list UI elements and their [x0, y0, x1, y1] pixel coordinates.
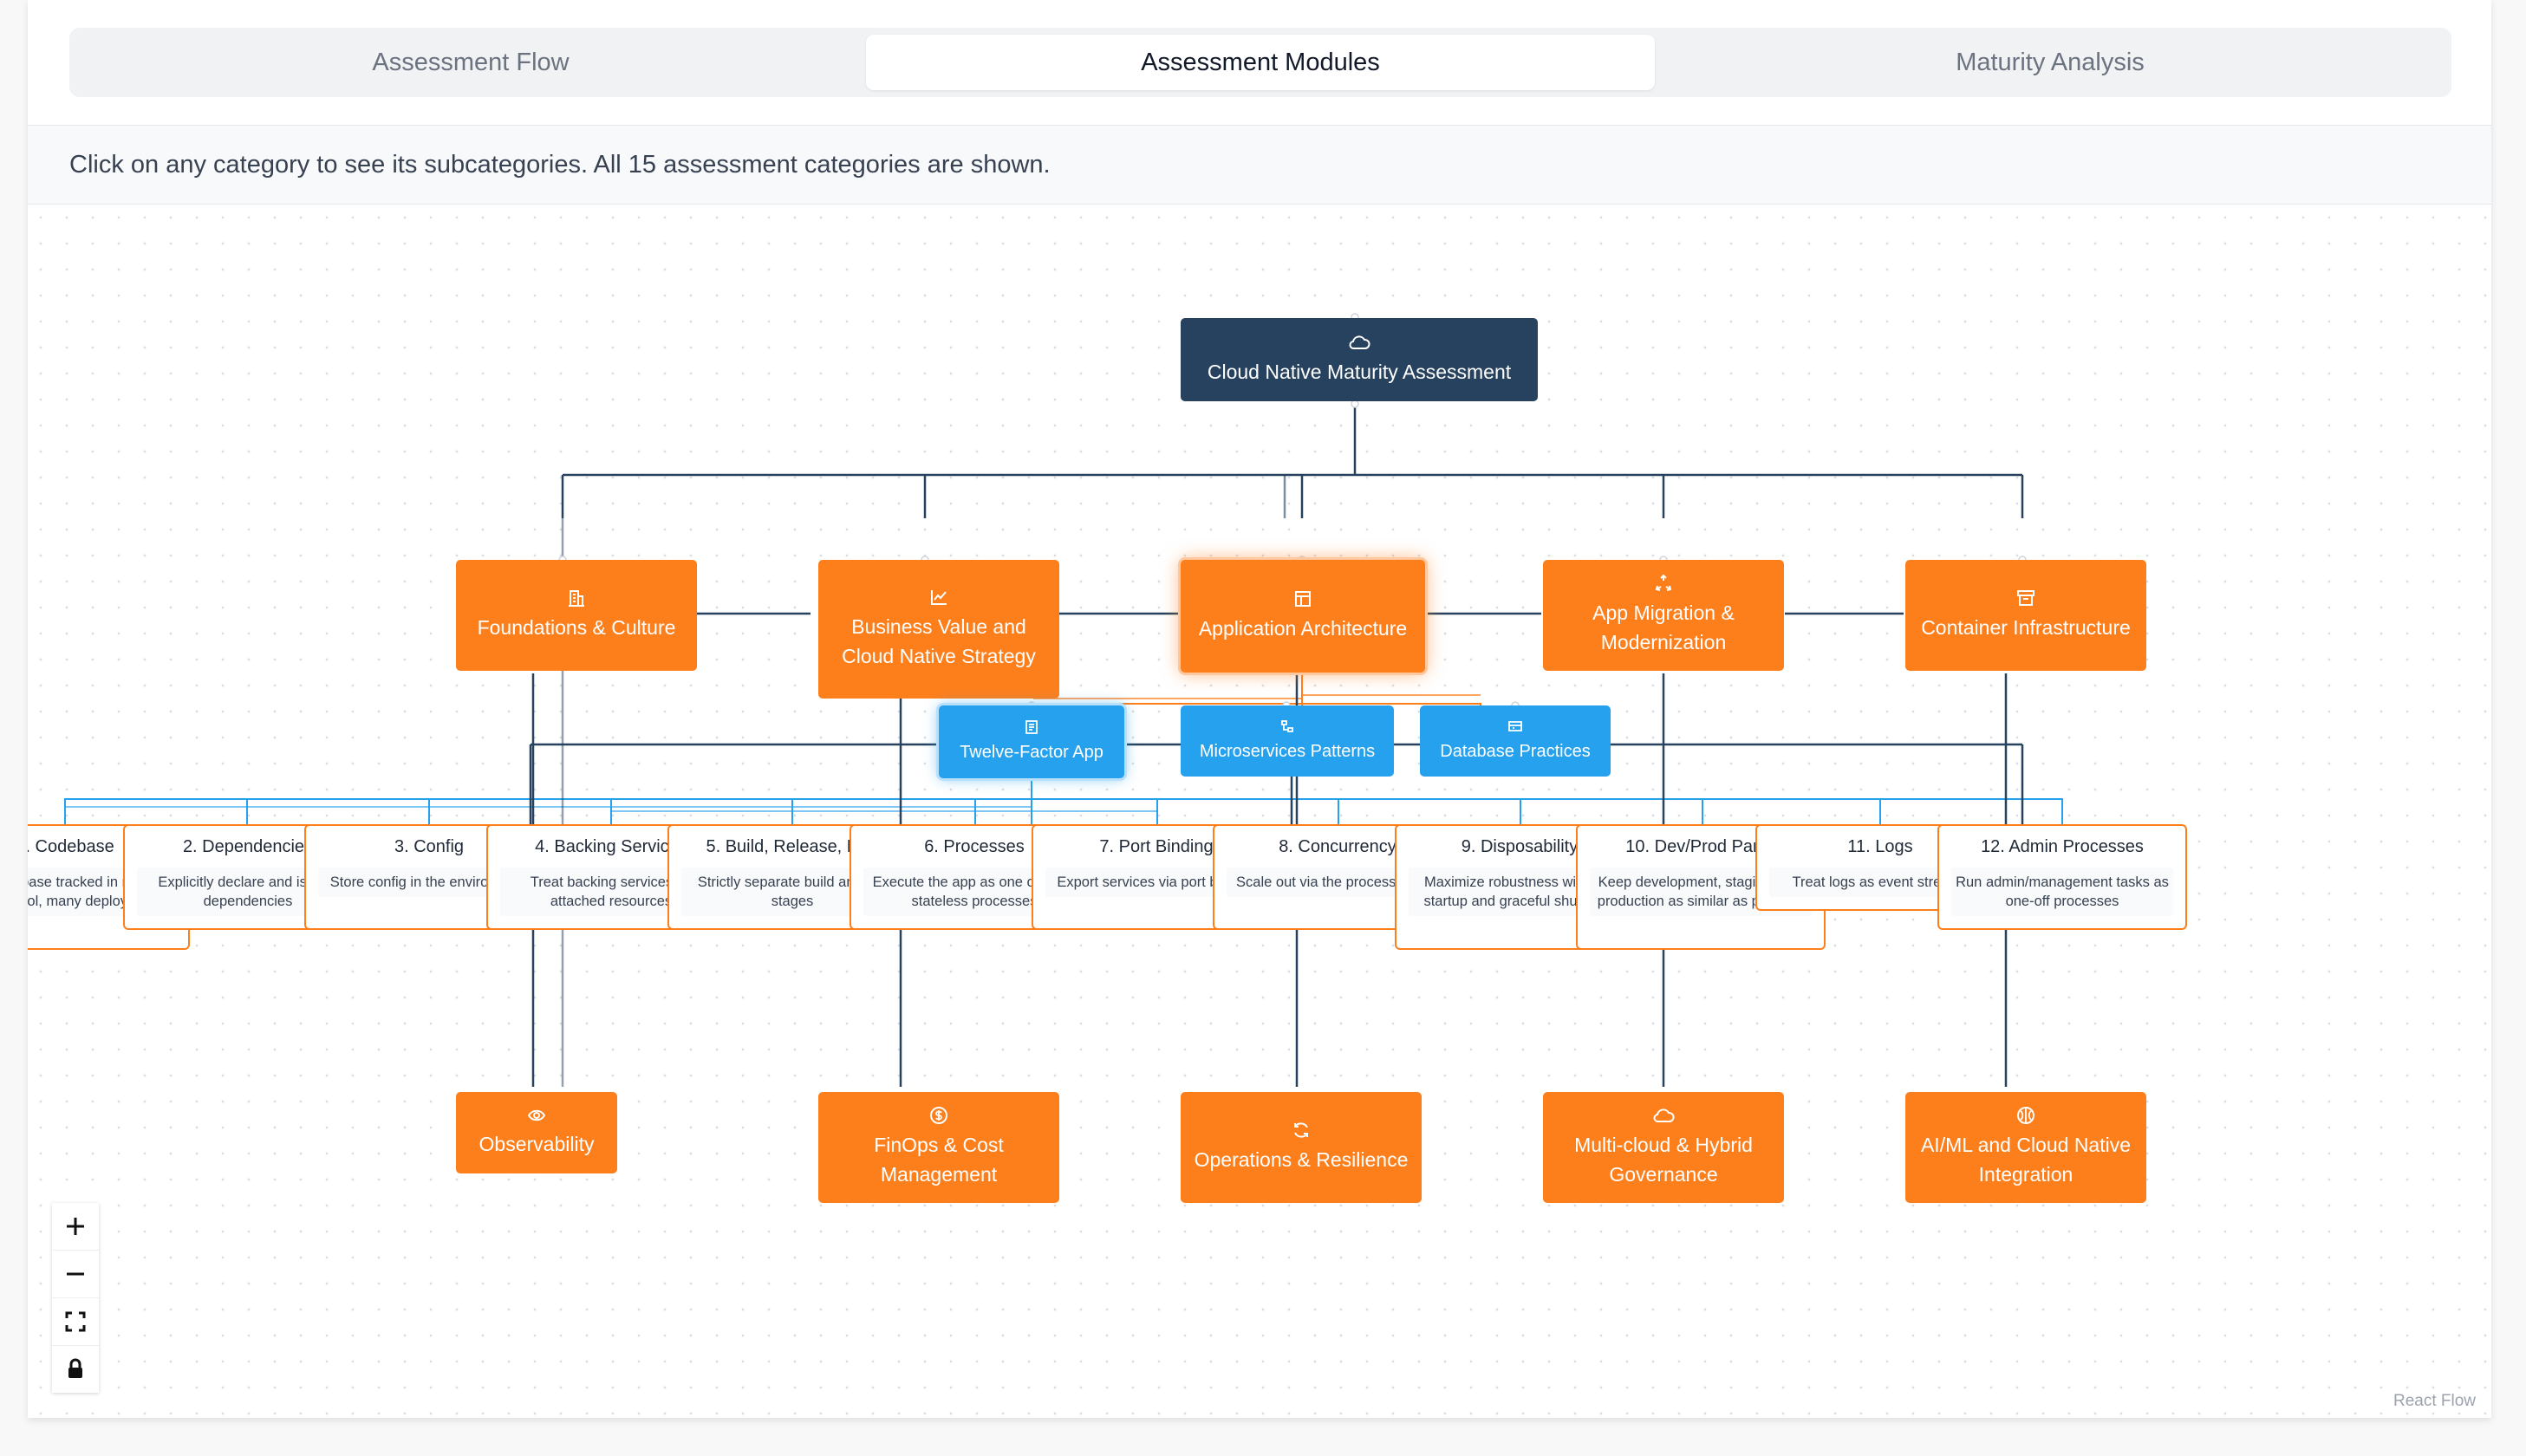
fit-view-button[interactable] — [52, 1298, 99, 1346]
category-title: FinOps & Cost Management — [874, 1134, 1004, 1186]
edges-pattern — [1031, 673, 1481, 705]
category-business-value[interactable]: Business Value and Cloud Native Strategy — [818, 560, 1059, 699]
category-foundations-culture[interactable]: Foundations & Culture — [456, 560, 697, 671]
edges-factor — [64, 778, 2063, 829]
category-title: Application Architecture — [1198, 617, 1408, 640]
minus-icon — [67, 1272, 84, 1276]
refresh-icon — [1294, 1122, 1308, 1138]
document-icon — [1025, 720, 1038, 734]
category-title: Operations & Resilience — [1194, 1148, 1409, 1171]
category-ai-ml[interactable]: AI/ML and Cloud Native Integration — [1905, 1092, 2146, 1203]
factor-title: 5. Build, Release, Run — [706, 837, 879, 856]
canvas-controls — [52, 1203, 99, 1393]
network-icon — [1281, 720, 1293, 732]
category-operations-resilience[interactable]: Operations & Resilience — [1181, 1092, 1422, 1203]
category-title: Observability — [479, 1133, 595, 1155]
tab-maturity-analysis[interactable]: Maturity Analysis — [1956, 48, 2145, 76]
category-title: Foundations & Culture — [477, 616, 676, 639]
archive-box-icon — [2017, 590, 2034, 606]
pattern-title: Twelve-Factor App — [960, 743, 1103, 762]
category-title: Business Value and Cloud Native Strategy — [842, 615, 1036, 667]
chart-line-icon — [931, 590, 947, 605]
eye-icon — [527, 1109, 546, 1121]
factor-description: Run admin/management tasks as one-off pr… — [1951, 868, 2173, 916]
dollar-circle-icon — [930, 1107, 947, 1124]
factor-title: 4. Backing Services — [535, 837, 687, 856]
app-window-icon — [1295, 591, 1311, 607]
tab-assessment-modules[interactable]: Assessment Modules — [866, 35, 1655, 90]
database-icon — [1508, 721, 1522, 731]
root-node[interactable]: Cloud Native Maturity Assessment — [1181, 318, 1538, 401]
factor-title: 3. Config — [394, 837, 465, 856]
pattern-title: Database Practices — [1440, 742, 1591, 761]
edges-layer — [64, 313, 2063, 1087]
lock-button[interactable] — [52, 1346, 99, 1393]
info-text: Click on any category to see its subcate… — [28, 125, 2491, 205]
tab-bar: Assessment Flow Assessment Modules Matur… — [69, 28, 2451, 97]
pattern-database[interactable]: Database Practices — [1420, 705, 1611, 777]
recycle-icon — [1655, 574, 1672, 591]
category-title: Container Infrastructure — [1921, 616, 2131, 639]
cloud-icon — [1653, 1108, 1675, 1122]
pattern-microservices[interactable]: Microservices Patterns — [1181, 705, 1394, 777]
category-finops[interactable]: FinOps & Cost Management — [818, 1092, 1059, 1203]
lock-icon — [68, 1358, 82, 1378]
category-title: App Migration & Modernization — [1592, 601, 1735, 653]
factor-node-12[interactable]: 12. Admin Processes Run admin/management… — [1937, 824, 2187, 930]
category-application-architecture[interactable]: Application Architecture — [1181, 560, 1425, 673]
factor-title: 12. Admin Processes — [1981, 837, 2144, 856]
category-observability[interactable]: Observability — [456, 1092, 617, 1173]
zoom-out-button[interactable] — [52, 1251, 99, 1298]
root-title: Cloud Native Maturity Assessment — [1207, 361, 1512, 383]
factor-title: 6. Processes — [924, 837, 1025, 856]
category-title: AI/ML and Cloud Native Integration — [1920, 1134, 2132, 1186]
category-app-migration[interactable]: App Migration & Modernization — [1543, 560, 1784, 671]
factor-title: 2. Dependencies — [182, 837, 314, 856]
factor-title: 10. Dev/Prod Parity — [1625, 837, 1776, 856]
tab-assessment-flow[interactable]: Assessment Flow — [372, 48, 570, 76]
pattern-title: Microservices Patterns — [1199, 742, 1376, 761]
fit-view-icon — [65, 1311, 86, 1332]
category-multicloud-governance[interactable]: Multi-cloud & Hybrid Governance — [1543, 1092, 1784, 1203]
factor-title: 1. Codebase — [28, 837, 114, 856]
cloud-icon — [1349, 335, 1370, 349]
zoom-in-button[interactable] — [52, 1203, 99, 1251]
brain-icon — [2017, 1107, 2034, 1124]
factor-title: 7. Port Binding — [1099, 837, 1214, 856]
plus-icon — [67, 1218, 84, 1235]
factor-title: 9. Disposability — [1461, 837, 1579, 856]
building-icon — [569, 590, 584, 607]
pattern-twelve-factor[interactable]: Twelve-Factor App — [939, 705, 1124, 778]
react-flow-attribution[interactable]: React Flow — [2387, 1390, 2481, 1413]
flow-canvas[interactable]: Cloud Native Maturity Assessment Foundat… — [28, 205, 2491, 1418]
category-container-infrastructure[interactable]: Container Infrastructure — [1905, 560, 2146, 671]
category-title: Multi-cloud & Hybrid Governance — [1574, 1134, 1753, 1186]
factor-title: 8. Concurrency — [1279, 837, 1396, 856]
factor-title: 11. Logs — [1847, 837, 1913, 856]
